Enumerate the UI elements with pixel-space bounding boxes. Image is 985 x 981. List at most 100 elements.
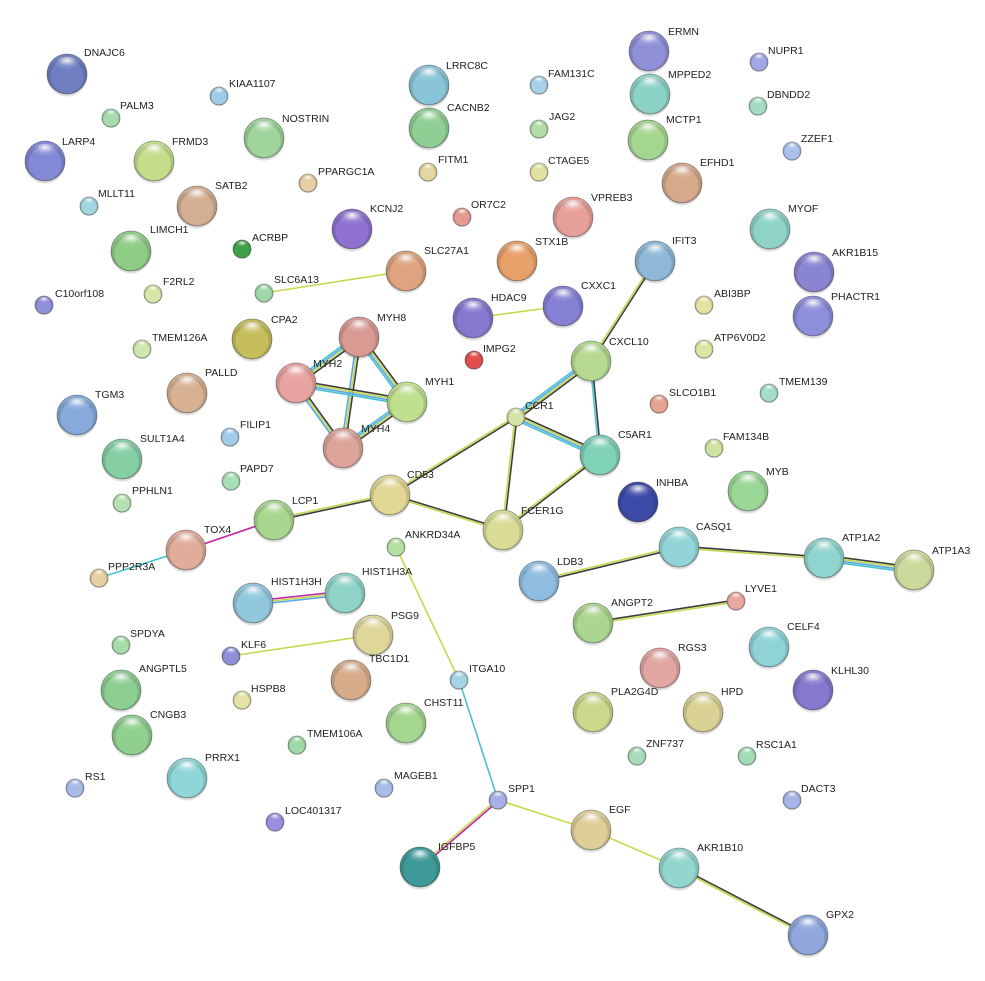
node-spdya[interactable]: SPDYA — [111, 628, 165, 656]
node-phactr1[interactable]: PHACTR1 — [792, 291, 880, 339]
node-ccr1[interactable]: CCR1 — [506, 400, 554, 428]
node-ctage5[interactable]: CTAGE5 — [529, 155, 589, 183]
node-cpa2[interactable]: CPA2 — [231, 314, 298, 362]
node-sult1a4[interactable]: SULT1A4 — [101, 433, 185, 482]
node-prrx1[interactable]: PRRX1 — [166, 752, 240, 801]
node-abi3bp[interactable]: ABI3BP — [694, 288, 751, 316]
node-zzef1[interactable]: ZZEF1 — [782, 133, 833, 162]
node-pla2g4d[interactable]: PLA2G4D — [572, 686, 659, 735]
node-mpped2[interactable]: MPPED2 — [629, 69, 711, 117]
node-fam131c[interactable]: FAM131C — [529, 68, 595, 96]
node-myh2[interactable]: MYH2 — [275, 358, 342, 406]
node-satb2[interactable]: SATB2 — [176, 180, 248, 229]
node-mctp1[interactable]: MCTP1 — [627, 114, 702, 163]
node-slc27a1[interactable]: SLC27A1 — [385, 245, 469, 294]
node-stx1b[interactable]: STX1B — [496, 236, 568, 284]
node-limch1[interactable]: LIMCH1 — [110, 224, 189, 274]
node-c5ar1[interactable]: C5AR1 — [579, 429, 652, 478]
node-nostrin[interactable]: NOSTRIN — [243, 113, 329, 161]
node-lrrc8c[interactable]: LRRC8C — [408, 60, 488, 108]
node-ppargc1a[interactable]: PPARGC1A — [298, 166, 374, 194]
node-rgs3[interactable]: RGS3 — [639, 642, 707, 691]
node-igfbp5[interactable]: IGFBP5 — [399, 841, 476, 890]
node-nupr1[interactable]: NUPR1 — [749, 45, 804, 73]
node-tgm3[interactable]: TGM3 — [56, 389, 124, 438]
node-myof[interactable]: MYOF — [749, 203, 818, 252]
node-tmem126a[interactable]: TMEM126A — [132, 332, 207, 360]
node-dact3[interactable]: DACT3 — [782, 783, 836, 811]
node-slco1b1[interactable]: SLCO1B1 — [649, 387, 716, 415]
node-myb[interactable]: MYB — [727, 466, 789, 514]
node-ermn[interactable]: ERMN — [628, 26, 699, 74]
node-mllt11[interactable]: MLLT11 — [79, 188, 135, 217]
node-cngb3[interactable]: CNGB3 — [111, 709, 186, 758]
node-ppp2r3a[interactable]: PPP2R3A — [89, 561, 155, 589]
node-angpt2[interactable]: ANGPT2 — [572, 597, 653, 646]
node-chst11[interactable]: CHST11 — [385, 697, 464, 746]
node-klf6[interactable]: KLF6 — [221, 639, 266, 667]
node-rs1[interactable]: RS1 — [65, 771, 106, 799]
node-acrbp[interactable]: ACRBP — [232, 232, 288, 260]
node-kcnj2[interactable]: KCNJ2 — [331, 203, 403, 252]
node-filip1[interactable]: FILIP1 — [220, 419, 271, 448]
node-fcer1g[interactable]: FCER1G — [482, 505, 564, 553]
node-hdac9[interactable]: HDAC9 — [452, 292, 527, 341]
node-atp6v0d2[interactable]: ATP6V0D2 — [694, 332, 766, 360]
node-dbndd2[interactable]: DBNDD2 — [748, 89, 810, 117]
node-vpreb3[interactable]: VPREB3 — [552, 192, 633, 240]
node-lcp1[interactable]: LCP1 — [253, 495, 318, 543]
node-frmd3[interactable]: FRMD3 — [133, 136, 208, 184]
node-akr1b15[interactable]: AKR1B15 — [793, 247, 878, 295]
node-c10orf108[interactable]: C10orf108 — [34, 288, 104, 316]
node-cacnb2[interactable]: CACNB2 — [408, 102, 490, 151]
node-papd7[interactable]: PAPD7 — [221, 463, 274, 492]
node-klhl30[interactable]: KLHL30 — [792, 665, 869, 713]
node-tox4[interactable]: TOX4 — [165, 524, 231, 573]
node-akr1b10[interactable]: AKR1B10 — [658, 842, 743, 891]
node-cd53[interactable]: CD53 — [369, 469, 434, 518]
node-impg2[interactable]: IMPG2 — [464, 343, 516, 371]
node-egf[interactable]: EGF — [570, 804, 631, 853]
node-hist1h3h[interactable]: HIST1H3H — [232, 576, 322, 626]
node-celf4[interactable]: CELF4 — [748, 621, 820, 670]
node-hspb8[interactable]: HSPB8 — [232, 683, 286, 711]
node-ldb3[interactable]: LDB3 — [518, 556, 583, 604]
node-hist1h3a[interactable]: HIST1H3A — [324, 566, 412, 616]
node-larp4[interactable]: LARP4 — [24, 136, 95, 184]
node-loc401317[interactable]: LOC401317 — [265, 805, 342, 833]
node-myh8[interactable]: MYH8 — [338, 312, 406, 360]
node-rsc1a1[interactable]: RSC1A1 — [737, 739, 797, 767]
node-slc6a13[interactable]: SLC6A13 — [254, 274, 319, 304]
node-fitm1[interactable]: FITM1 — [418, 154, 468, 183]
node-fam134b[interactable]: FAM134B — [704, 431, 769, 459]
node-efhd1[interactable]: EFHD1 — [661, 157, 735, 206]
node-myh1[interactable]: MYH1 — [386, 376, 454, 425]
node-gpx2[interactable]: GPX2 — [787, 909, 854, 958]
node-znf737[interactable]: ZNF737 — [627, 738, 684, 767]
node-dnajc6[interactable]: DNAJC6 — [46, 47, 125, 97]
node-inhba[interactable]: INHBA — [617, 477, 688, 525]
node-psg9[interactable]: PSG9 — [352, 610, 419, 658]
node-lyve1[interactable]: LYVE1 — [726, 583, 777, 612]
node-tbc1d1[interactable]: TBC1D1 — [330, 653, 409, 703]
node-atp1a3[interactable]: ATP1A3 — [893, 545, 970, 593]
node-hpd[interactable]: HPD — [682, 686, 744, 735]
node-angptl5[interactable]: ANGPTL5 — [100, 663, 187, 713]
node-palm3[interactable]: PALM3 — [101, 100, 154, 129]
node-myh4[interactable]: MYH4 — [322, 423, 390, 471]
node-atp1a2[interactable]: ATP1A2 — [803, 532, 880, 581]
node-f2rl2[interactable]: F2RL2 — [143, 276, 195, 305]
node-pphln1[interactable]: PPHLN1 — [112, 485, 173, 514]
node-tmem139[interactable]: TMEM139 — [759, 376, 828, 404]
node-jag2[interactable]: JAG2 — [529, 111, 575, 140]
node-itga10[interactable]: ITGA10 — [449, 663, 505, 691]
node-or7c2[interactable]: OR7C2 — [452, 199, 506, 228]
node-cxxc1[interactable]: CXXC1 — [542, 280, 616, 329]
node-ankrd34a[interactable]: ANKRD34A — [386, 529, 460, 558]
node-ifit3[interactable]: IFIT3 — [634, 235, 697, 284]
node-casq1[interactable]: CASQ1 — [658, 521, 732, 570]
node-kiaa1107[interactable]: KIAA1107 — [209, 78, 276, 107]
node-spp1[interactable]: SPP1 — [488, 783, 535, 811]
node-mageb1[interactable]: MAGEB1 — [374, 770, 438, 799]
node-tmem106a[interactable]: TMEM106A — [287, 728, 362, 756]
